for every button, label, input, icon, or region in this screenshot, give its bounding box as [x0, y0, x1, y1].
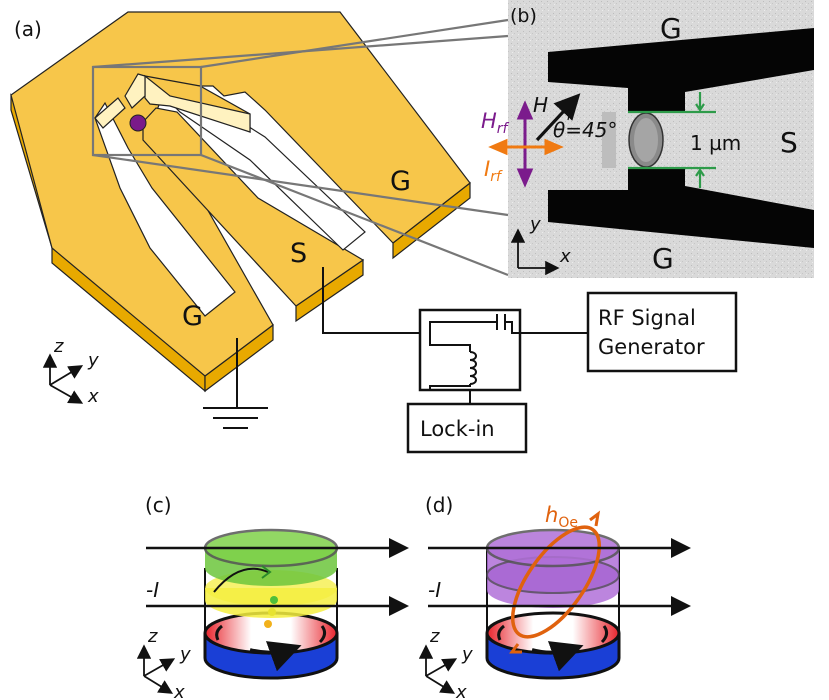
hrf-arrow — [516, 100, 534, 188]
axes-a — [42, 353, 84, 404]
d-oersted-loop — [510, 525, 602, 639]
axis-d-y: y — [461, 644, 473, 665]
axis-c-x: x — [173, 682, 185, 700]
panel-d-label: (d) — [425, 493, 453, 517]
sem-g-bottom: G — [652, 242, 674, 275]
s-electrode-top — [142, 107, 365, 307]
theta-arc — [567, 109, 570, 121]
zoom-line-4 — [200, 153, 509, 277]
c-spin-2 — [268, 608, 276, 616]
axis-d-z: z — [429, 626, 440, 647]
zoom-line-1 — [200, 18, 509, 69]
circuit — [203, 267, 738, 454]
sem-g-top: G — [660, 12, 682, 45]
zoom-box — [91, 65, 203, 157]
axis-a-z: z — [53, 336, 64, 357]
tee-inner — [429, 321, 497, 333]
pillar-d — [485, 510, 621, 680]
panel-c-label: (c) — [145, 493, 172, 517]
notch — [94, 97, 126, 129]
notch-2 — [124, 73, 146, 109]
wire-s-to-tee — [322, 267, 420, 334]
tee-out — [505, 321, 520, 334]
lockin-label: Lock-in — [420, 417, 495, 441]
hrf-label: Hrf — [481, 109, 510, 137]
c-precession-path — [213, 567, 269, 593]
c-rot-bottom — [249, 641, 302, 672]
waveguide-structure — [10, 11, 471, 393]
sem-left-band — [602, 112, 616, 168]
axis-c-z: z — [147, 626, 158, 647]
h-label: H — [533, 93, 548, 117]
sem-pillar-highlight — [634, 118, 658, 162]
zoom-line-2 — [92, 34, 509, 69]
sem-s: S — [780, 126, 798, 159]
c-rot-left — [215, 624, 223, 641]
hoe-label: hOe — [545, 503, 578, 531]
axes-d — [418, 644, 458, 694]
h-field-arrow — [535, 93, 581, 142]
sem-top-dark — [548, 28, 814, 112]
tee-down — [429, 333, 471, 352]
label-s: S — [290, 238, 307, 269]
axes-b — [510, 228, 560, 276]
irf-arrow — [488, 138, 564, 156]
panel-a-label: (a) — [14, 17, 42, 41]
rf-generator-box — [586, 291, 738, 373]
tee-lower — [429, 384, 471, 390]
d-current-label: -I — [428, 578, 441, 602]
sem-image — [508, 0, 814, 278]
dimension-marker — [628, 92, 716, 188]
pillar-c — [203, 528, 339, 680]
axis-b-x: x — [559, 246, 571, 267]
irf-label: Irf — [484, 157, 503, 185]
d-rot-bottom — [531, 641, 584, 672]
c-spin-1 — [270, 596, 278, 604]
axis-b-y: y — [529, 214, 541, 235]
axis-a-y: y — [87, 350, 99, 371]
d-pinned-top — [487, 613, 619, 653]
inductor-coil — [469, 351, 477, 385]
size-label: 1 µm — [690, 131, 741, 155]
zoom-line-3 — [92, 153, 509, 217]
axis-c-y: y — [179, 644, 191, 665]
sem-bottom-dark — [548, 168, 814, 248]
g-inner-strip-side — [144, 74, 251, 133]
c-current-label: -I — [146, 578, 159, 602]
axis-a-x: x — [87, 386, 99, 407]
theta-label: θ=45° — [553, 118, 617, 142]
axis-d-x: x — [455, 682, 467, 700]
c-rot-right — [318, 625, 327, 644]
label-g-top: G — [390, 166, 411, 197]
lockin-box — [406, 402, 528, 454]
rf-generator-label-1: RF Signal — [598, 306, 696, 330]
rf-generator-label-2: Generator — [598, 335, 705, 359]
panel-b-label: (b) — [510, 5, 537, 27]
c-spin-3 — [264, 620, 272, 628]
c-pinned-top — [205, 613, 337, 653]
device-dot — [129, 114, 147, 132]
axes-c — [136, 644, 176, 694]
label-g-bottom: G — [182, 301, 203, 332]
